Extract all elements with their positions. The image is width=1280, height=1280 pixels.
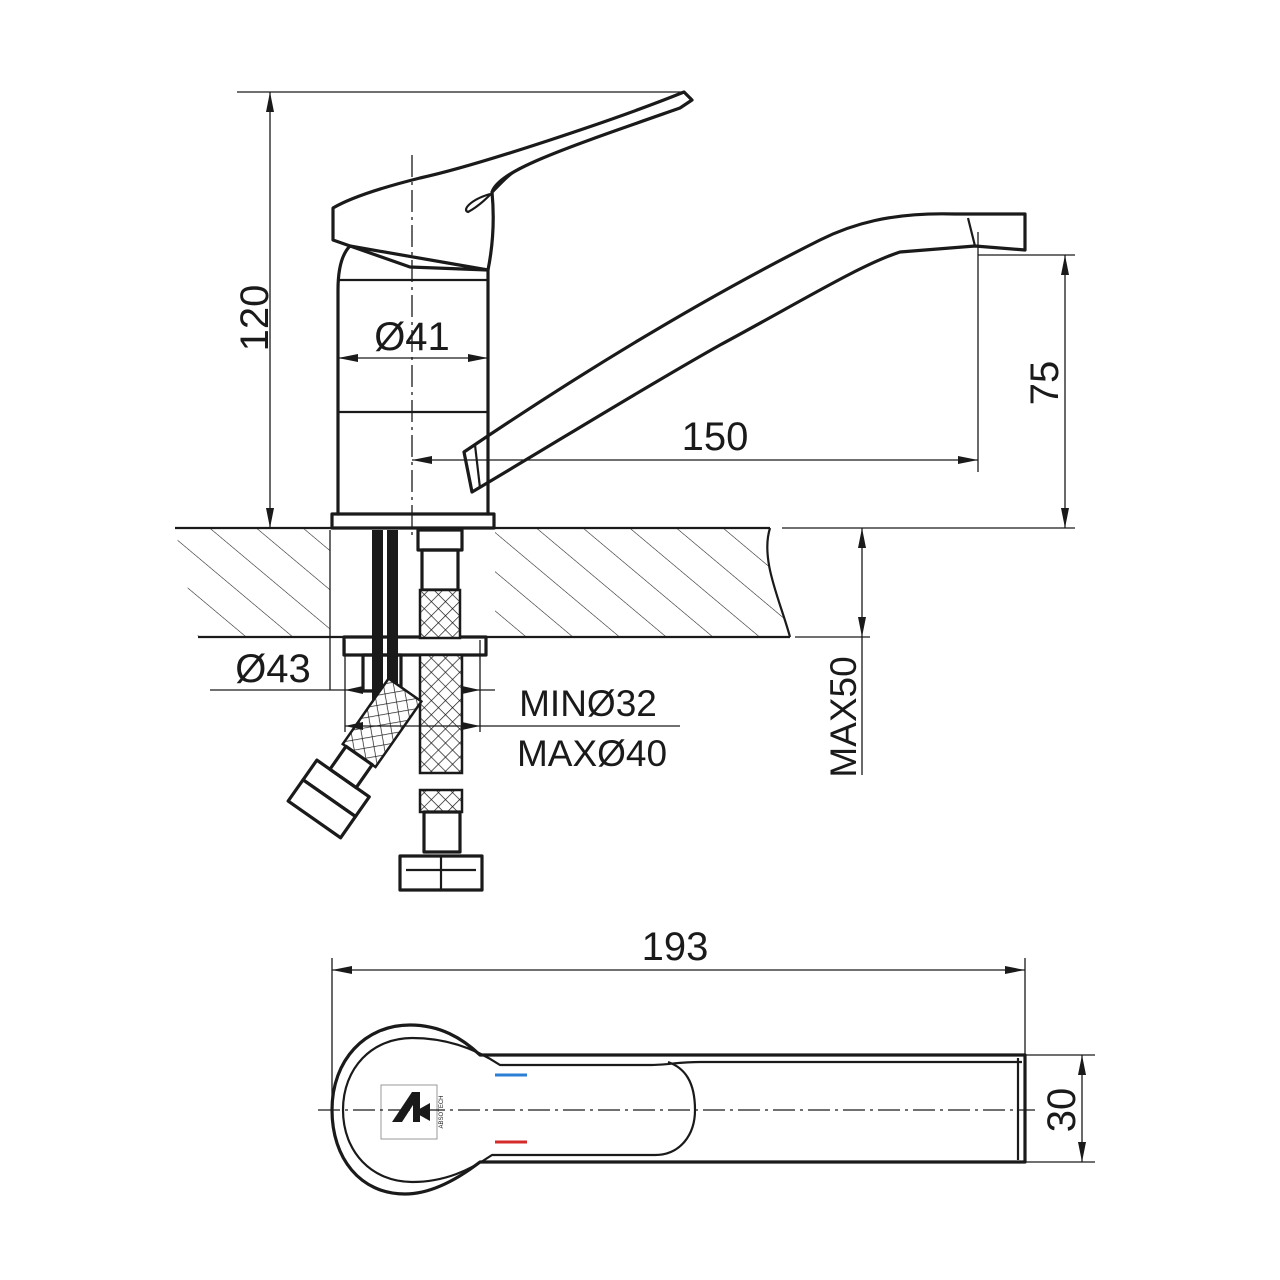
base-plate <box>330 512 496 530</box>
top-view-outline <box>330 1023 1027 1196</box>
hose-braid-straight <box>418 653 464 775</box>
dimension-193: 193 <box>331 925 1026 1105</box>
dimension-41: Ø41 <box>338 315 488 362</box>
brand-logo: ABSOTECH <box>380 1084 445 1140</box>
dimension-30: 30 <box>1025 1054 1095 1163</box>
top-view-handle-outline <box>341 1036 1022 1184</box>
faucet-body <box>336 244 490 516</box>
dim-label-41: Ø41 <box>374 315 450 359</box>
dimension-hole: MINØ32 MAXØ40 <box>345 683 680 774</box>
dim-label-43: Ø43 <box>235 647 311 691</box>
faucet-side-view <box>286 90 1027 892</box>
dim-label-max50: MAX50 <box>823 656 864 777</box>
dim-label-75: 75 <box>1023 361 1067 406</box>
dim-label-30: 30 <box>1040 1088 1084 1133</box>
countertop-hatch-right <box>495 528 790 637</box>
countertop-hatch-left <box>175 528 330 637</box>
svg-text:ABSOTECH: ABSOTECH <box>439 1095 445 1128</box>
dimension-150: 150 <box>412 232 979 472</box>
dim-label-min32: MINØ32 <box>519 683 657 724</box>
mount-washer <box>342 635 488 657</box>
hose-braid-top <box>418 588 462 640</box>
dim-label-150: 150 <box>682 415 749 459</box>
dimension-43: Ø43 <box>210 530 495 732</box>
countertop-section <box>175 526 1075 639</box>
dim-label-max40: MAXØ40 <box>517 733 667 774</box>
spout <box>462 212 1027 494</box>
hose-braid-angled <box>286 676 424 840</box>
lever-handle <box>331 90 694 272</box>
dim-label-193: 193 <box>642 925 709 969</box>
dimension-120: 120 <box>233 91 685 528</box>
dimension-max50: MAX50 <box>823 528 866 778</box>
dimension-75: 75 <box>978 254 1075 528</box>
faucet-top-view: ABSOTECH <box>330 1023 1027 1196</box>
dim-label-120: 120 <box>233 285 277 352</box>
